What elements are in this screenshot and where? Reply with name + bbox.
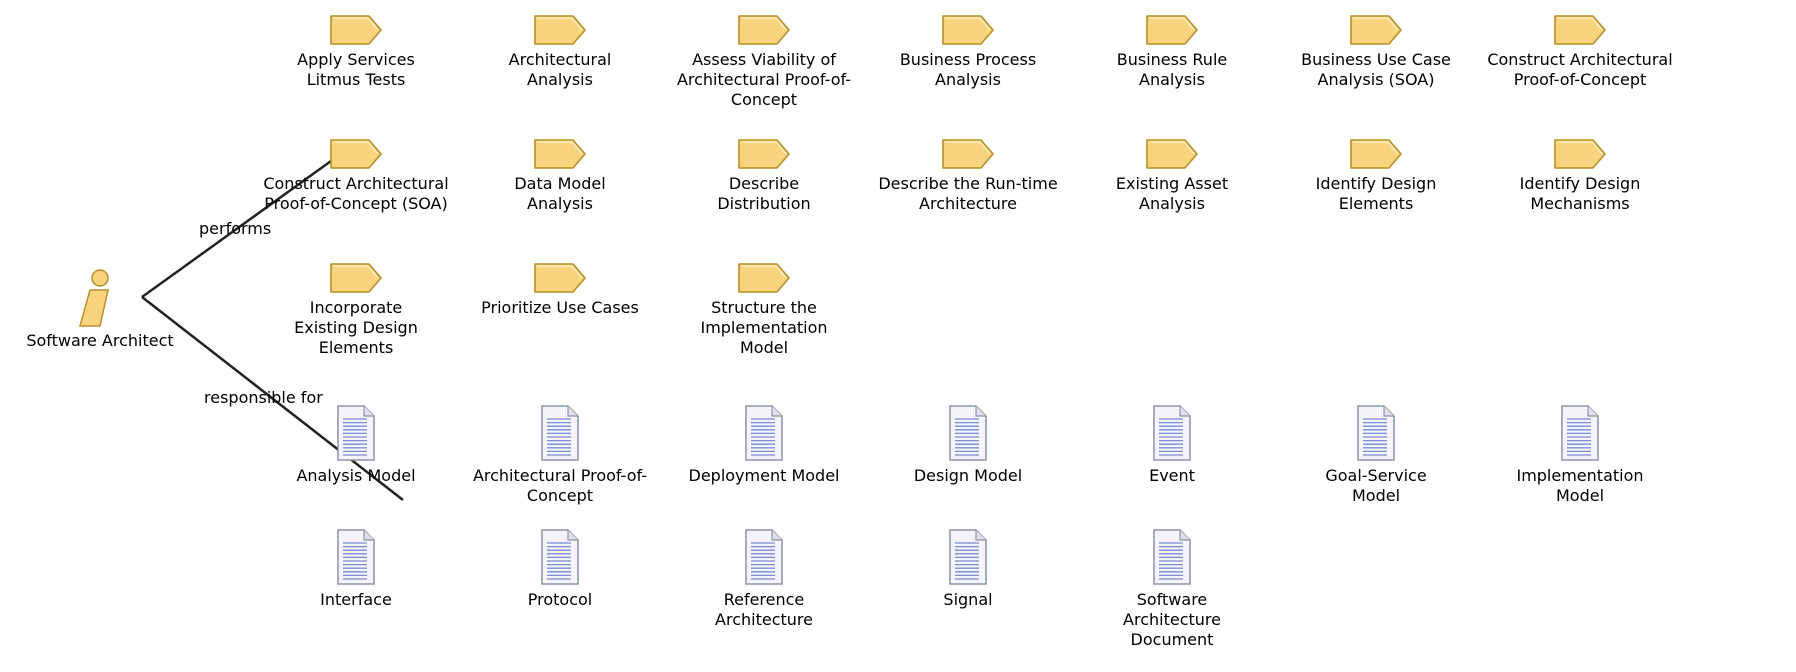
- artifact-label: Implementation Model: [1516, 466, 1644, 505]
- task-label: Architectural Analysis: [508, 50, 612, 89]
- document-icon: [1357, 405, 1395, 461]
- task-label: Business Process Analysis: [899, 50, 1037, 89]
- task-node[interactable]: Construct Architectural Proof-of-Concept: [1478, 14, 1682, 138]
- task-label: Identify Design Elements: [1315, 174, 1437, 213]
- document-icon: [1561, 405, 1599, 461]
- task-node[interactable]: Prioritize Use Cases: [458, 262, 662, 386]
- task-node[interactable]: Business Process Analysis: [866, 14, 1070, 138]
- artifact-label: Interface: [320, 590, 392, 609]
- responsible-for-label: responsible for: [204, 388, 323, 407]
- artifact-node[interactable]: Implementation Model: [1478, 404, 1682, 528]
- document-icon: [541, 529, 579, 585]
- artifact-node[interactable]: Protocol: [458, 528, 662, 652]
- task-tag-icon: [738, 15, 791, 45]
- task-node[interactable]: Apply Services Litmus Tests: [254, 14, 458, 138]
- performs-label: performs: [199, 219, 272, 238]
- artifact-node[interactable]: Analysis Model: [254, 404, 458, 528]
- task-label: Construct Architectural Proof-of-Concept…: [263, 174, 449, 213]
- task-node[interactable]: Architectural Analysis: [458, 14, 662, 138]
- artifact-label: Design Model: [913, 466, 1023, 485]
- actor-body: [79, 289, 109, 327]
- task-node[interactable]: Incorporate Existing Design Elements: [254, 262, 458, 386]
- task-tag-icon: [738, 263, 791, 293]
- artifact-node[interactable]: Software Architecture Document: [1070, 528, 1274, 652]
- task-node[interactable]: Identify Design Mechanisms: [1478, 138, 1682, 262]
- actor-label: Software Architect: [26, 331, 174, 350]
- task-tag-icon: [534, 263, 587, 293]
- artifact-node[interactable]: Reference Architecture: [662, 528, 866, 652]
- task-tag-icon: [534, 15, 587, 45]
- task-node[interactable]: Business Rule Analysis: [1070, 14, 1274, 138]
- performs-connector: [141, 154, 339, 299]
- task-node[interactable]: Structure the Implementation Model: [662, 262, 866, 386]
- task-node[interactable]: Existing Asset Analysis: [1070, 138, 1274, 262]
- artifact-node[interactable]: Design Model: [866, 404, 1070, 528]
- artifact-node[interactable]: Goal-Service Model: [1274, 404, 1478, 528]
- task-label: Describe the Run-time Architecture: [878, 174, 1058, 213]
- task-tag-icon: [1554, 15, 1607, 45]
- task-tag-icon: [330, 139, 383, 169]
- task-node[interactable]: Assess Viability of Architectural Proof-…: [662, 14, 866, 138]
- task-tag-icon: [1146, 139, 1199, 169]
- task-label: Existing Asset Analysis: [1115, 174, 1229, 213]
- document-icon: [337, 405, 375, 461]
- document-icon: [745, 405, 783, 461]
- document-icon: [1153, 405, 1191, 461]
- task-tag-icon: [1554, 139, 1607, 169]
- task-tag-icon: [942, 139, 995, 169]
- task-node[interactable]: Identify Design Elements: [1274, 138, 1478, 262]
- artifact-node[interactable]: Signal: [866, 528, 1070, 652]
- role-person-icon: [79, 269, 109, 327]
- task-tag-icon: [330, 263, 383, 293]
- task-node[interactable]: Business Use Case Analysis (SOA): [1274, 14, 1478, 138]
- task-tag-icon: [330, 15, 383, 45]
- artifact-label: Architectural Proof-of-Concept: [472, 466, 648, 505]
- task-label: Structure the Implementation Model: [700, 298, 828, 357]
- task-label: Describe Distribution: [717, 174, 811, 213]
- artifact-label: Deployment Model: [688, 466, 840, 485]
- artifact-label: Reference Architecture: [715, 590, 813, 629]
- task-label: Apply Services Litmus Tests: [297, 50, 415, 89]
- artifact-node[interactable]: Interface: [254, 528, 458, 652]
- actor-software-architect[interactable]: Software Architect: [0, 264, 200, 364]
- artifact-label: Protocol: [527, 590, 593, 609]
- task-tag-icon: [1350, 15, 1403, 45]
- task-label: Identify Design Mechanisms: [1519, 174, 1641, 213]
- task-label: Incorporate Existing Design Elements: [294, 298, 418, 357]
- task-label: Business Rule Analysis: [1116, 50, 1228, 89]
- artifact-node[interactable]: Deployment Model: [662, 404, 866, 528]
- task-label: Business Use Case Analysis (SOA): [1301, 50, 1451, 89]
- document-icon: [541, 405, 579, 461]
- task-node[interactable]: Construct Architectural Proof-of-Concept…: [254, 138, 458, 262]
- artifact-node[interactable]: Architectural Proof-of-Concept: [458, 404, 662, 528]
- task-label: Assess Viability of Architectural Proof-…: [676, 50, 852, 109]
- task-tag-icon: [1350, 139, 1403, 169]
- document-icon: [949, 405, 987, 461]
- task-tag-icon: [738, 139, 791, 169]
- document-icon: [337, 529, 375, 585]
- document-icon: [1153, 529, 1191, 585]
- task-tag-icon: [942, 15, 995, 45]
- responsible-for-connector: [141, 296, 404, 501]
- artifact-label: Signal: [943, 590, 993, 609]
- artifact-label: Analysis Model: [296, 466, 416, 485]
- task-label: Data Model Analysis: [514, 174, 606, 213]
- actor-head: [91, 269, 109, 287]
- document-icon: [949, 529, 987, 585]
- task-tag-icon: [534, 139, 587, 169]
- task-tag-icon: [1146, 15, 1199, 45]
- artifact-label: Software Architecture Document: [1123, 590, 1221, 649]
- artifact-node[interactable]: Event: [1070, 404, 1274, 528]
- task-label: Prioritize Use Cases: [481, 298, 639, 317]
- task-node[interactable]: Describe the Run-time Architecture: [866, 138, 1070, 262]
- task-node[interactable]: Describe Distribution: [662, 138, 866, 262]
- task-node[interactable]: Data Model Analysis: [458, 138, 662, 262]
- artifact-label: Goal-Service Model: [1325, 466, 1427, 505]
- task-label: Construct Architectural Proof-of-Concept: [1487, 50, 1673, 89]
- document-icon: [745, 529, 783, 585]
- artifact-label: Event: [1149, 466, 1195, 485]
